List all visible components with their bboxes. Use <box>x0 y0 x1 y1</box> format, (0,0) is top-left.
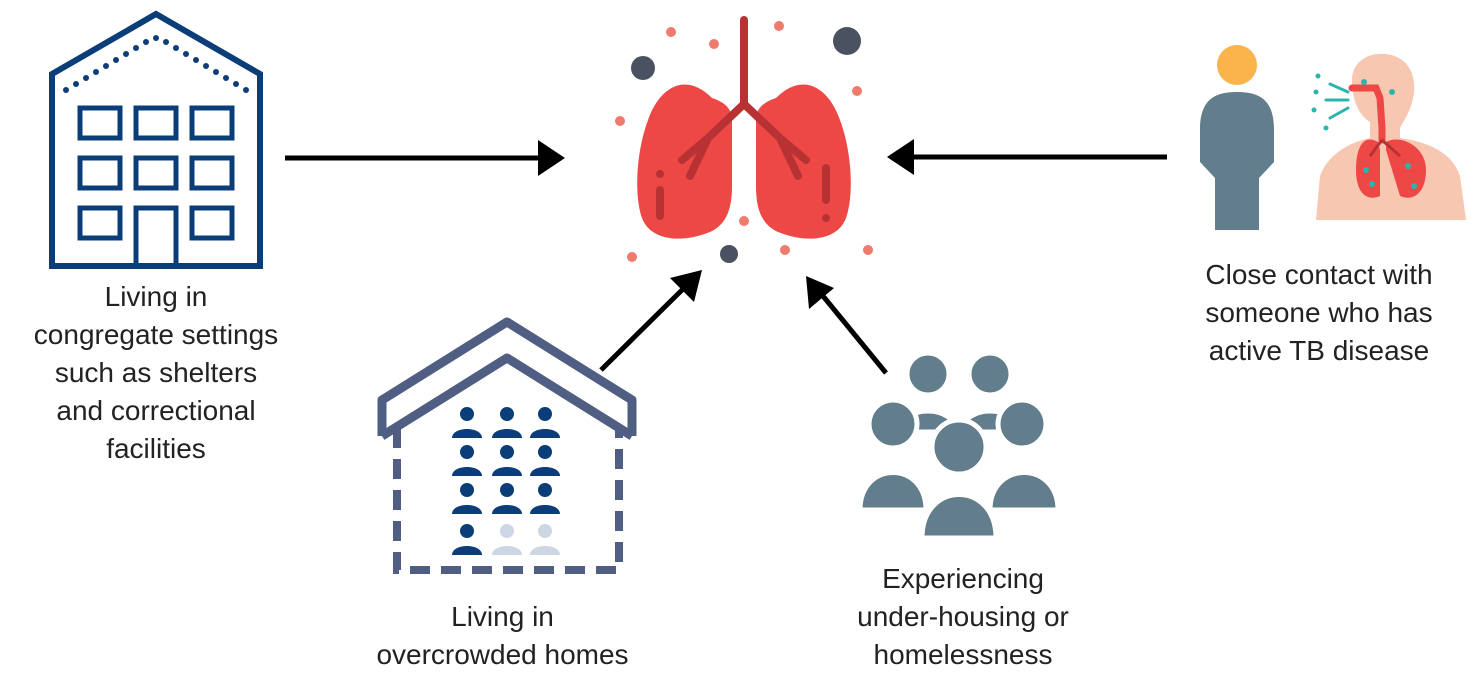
apartment-building-icon <box>49 10 263 269</box>
droplets <box>1311 73 1350 131</box>
people-grid <box>452 407 560 555</box>
caption-line: someone who has <box>1205 297 1433 328</box>
person-exposure-icon <box>1200 45 1466 230</box>
caption-line: homelessness <box>873 639 1053 670</box>
caption-line: Living in <box>451 601 554 632</box>
lungs-icon <box>615 16 873 263</box>
arrow-congregate-to-lungs <box>285 140 565 176</box>
caption-homelessness: Experiencing under-housing or homelessne… <box>805 560 1121 674</box>
caption-congregate-settings: Living in congregate settings such as sh… <box>0 278 312 468</box>
caption-line: under-housing or <box>857 601 1069 632</box>
arrow-homes-to-lungs <box>599 270 702 372</box>
group-of-people-icon <box>857 350 1061 541</box>
caption-close-contact: Close contact with someone who has activ… <box>1165 256 1473 370</box>
caption-line: overcrowded homes <box>376 639 629 670</box>
person-icon <box>1200 45 1274 230</box>
arrow-homeless-to-lungs <box>806 276 888 375</box>
particles <box>615 21 873 263</box>
caption-line: Living in <box>104 281 208 312</box>
infected-person-icon <box>1311 53 1466 220</box>
caption-line: Close contact with <box>1205 259 1433 290</box>
caption-line: facilities <box>106 433 206 464</box>
arrow-contact-to-lungs <box>887 139 1167 175</box>
caption-overcrowded-homes: Living in overcrowded homes <box>330 598 675 674</box>
caption-line: Experiencing <box>882 563 1044 594</box>
caption-line: and correctional <box>56 395 256 426</box>
crowded-house-icon <box>377 317 637 574</box>
caption-line: such as shelters <box>54 357 258 388</box>
caption-line: congregate settings <box>33 319 279 350</box>
caption-line: active TB disease <box>1208 335 1430 366</box>
